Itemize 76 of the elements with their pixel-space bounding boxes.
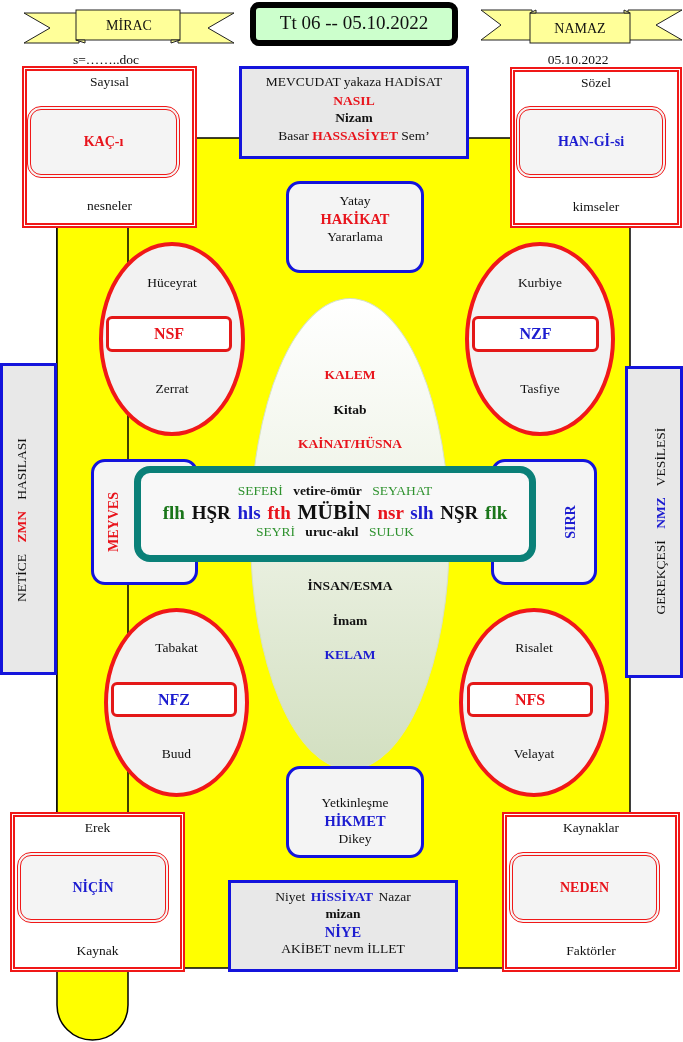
- label-text: Buud: [161, 746, 192, 762]
- label-text: NAMAZ: [554, 20, 606, 38]
- label-text: HİKMET: [324, 812, 386, 830]
- date-text: 05.10.2022: [547, 52, 609, 68]
- label-text: KAİNAT/HÜSNA: [298, 436, 402, 452]
- file-name-text: s=……..doc: [72, 52, 140, 68]
- keyword-box: [17, 852, 169, 923]
- label-text: SEYRİ uruc-akıl SULUK: [256, 524, 414, 540]
- label-text: Sayısal: [90, 74, 129, 90]
- label-text: NZF: [519, 324, 552, 344]
- keyword-box: [509, 852, 660, 923]
- label-text: İNSAN/ESMA: [307, 578, 393, 594]
- label-text: kimseler: [572, 199, 620, 215]
- label-text: Zerrat: [155, 381, 189, 397]
- side-panel: [625, 366, 683, 678]
- keyword-box: [472, 316, 599, 352]
- label-text: Kitab: [333, 402, 367, 418]
- label-text: Kaynak: [76, 943, 119, 959]
- label-text: Yetkinleşme: [321, 795, 389, 811]
- label-text: Niyet HİSSİYAT Nazar: [275, 889, 411, 905]
- title-box: [250, 2, 458, 46]
- label-text: NEDEN: [560, 879, 609, 896]
- label-text: Faktörler: [566, 943, 616, 959]
- label-text: NFZ: [158, 690, 190, 709]
- label-text: SIRR: [562, 505, 579, 539]
- label-text: NASIL: [333, 93, 375, 109]
- label-text: Tabakat: [155, 640, 198, 656]
- keyword-box: [27, 106, 180, 178]
- category-box: [10, 812, 185, 972]
- label-text: flh HŞR hls fth MÜBİN nsr slh NŞR flk: [162, 499, 508, 525]
- label-text: Risalet: [515, 640, 553, 656]
- label-text: KALEM: [324, 367, 376, 383]
- label-text: mizan: [325, 906, 361, 922]
- label-text: Velayat: [513, 746, 555, 762]
- label-text: İmam: [332, 613, 368, 629]
- label-text: NİYE: [324, 923, 362, 941]
- label-text: MEYVES: [105, 492, 122, 552]
- label-text: HAN-Gİ-si: [557, 133, 625, 151]
- label-text: Hüceyrat: [147, 275, 197, 291]
- label-text: MİRAC: [106, 17, 152, 35]
- label-text: Tasfiye: [520, 381, 560, 397]
- label-text: Basar HASSASİYET Sem’: [278, 128, 430, 144]
- label-text: SEFERİ vetire-ömür SEYAHAT: [237, 483, 433, 499]
- label-text: MEVCUDAT yakaza HADİSAT: [265, 74, 443, 90]
- label-text: Kurbiye: [517, 275, 563, 291]
- label-text: NİÇİN: [72, 879, 114, 896]
- label-text: Sözel: [581, 75, 611, 91]
- label-text: Yatay: [339, 193, 371, 209]
- center-panel: [134, 466, 536, 562]
- title-text: Tt 06 -- 05.10.2022: [279, 12, 429, 34]
- category-box: [510, 67, 682, 228]
- keyword-box: [111, 682, 237, 717]
- label-text: Dikey: [338, 831, 372, 847]
- label-text: Erek: [84, 820, 111, 836]
- label-text: Yararlama: [327, 229, 383, 245]
- rounded-box: [286, 766, 424, 858]
- label-text: NETİCE ZMN HASILASI: [14, 438, 30, 602]
- keyword-box: [106, 316, 232, 352]
- keyword-box: [467, 682, 593, 717]
- side-panel: [0, 363, 57, 675]
- label-text: KAÇ-ı: [83, 133, 124, 151]
- info-box: [228, 880, 458, 972]
- label-text: Kaynaklar: [562, 820, 620, 836]
- category-box: [22, 66, 197, 228]
- label-text: HAKİKAT: [320, 210, 390, 228]
- label-text: NFS: [514, 690, 546, 709]
- label-text: AKİBET nevm İLLET: [281, 941, 405, 957]
- label-text: GEREKÇESİ NMZ VESİLESİ: [653, 427, 669, 615]
- label-text: NSF: [153, 324, 185, 344]
- label-text: KELAM: [324, 647, 376, 663]
- info-box: [239, 66, 469, 159]
- label-text: Nizam: [335, 110, 373, 126]
- rounded-box: [286, 181, 424, 273]
- category-box: [502, 812, 680, 972]
- label-text: nesneler: [87, 198, 132, 214]
- keyword-box: [516, 106, 666, 178]
